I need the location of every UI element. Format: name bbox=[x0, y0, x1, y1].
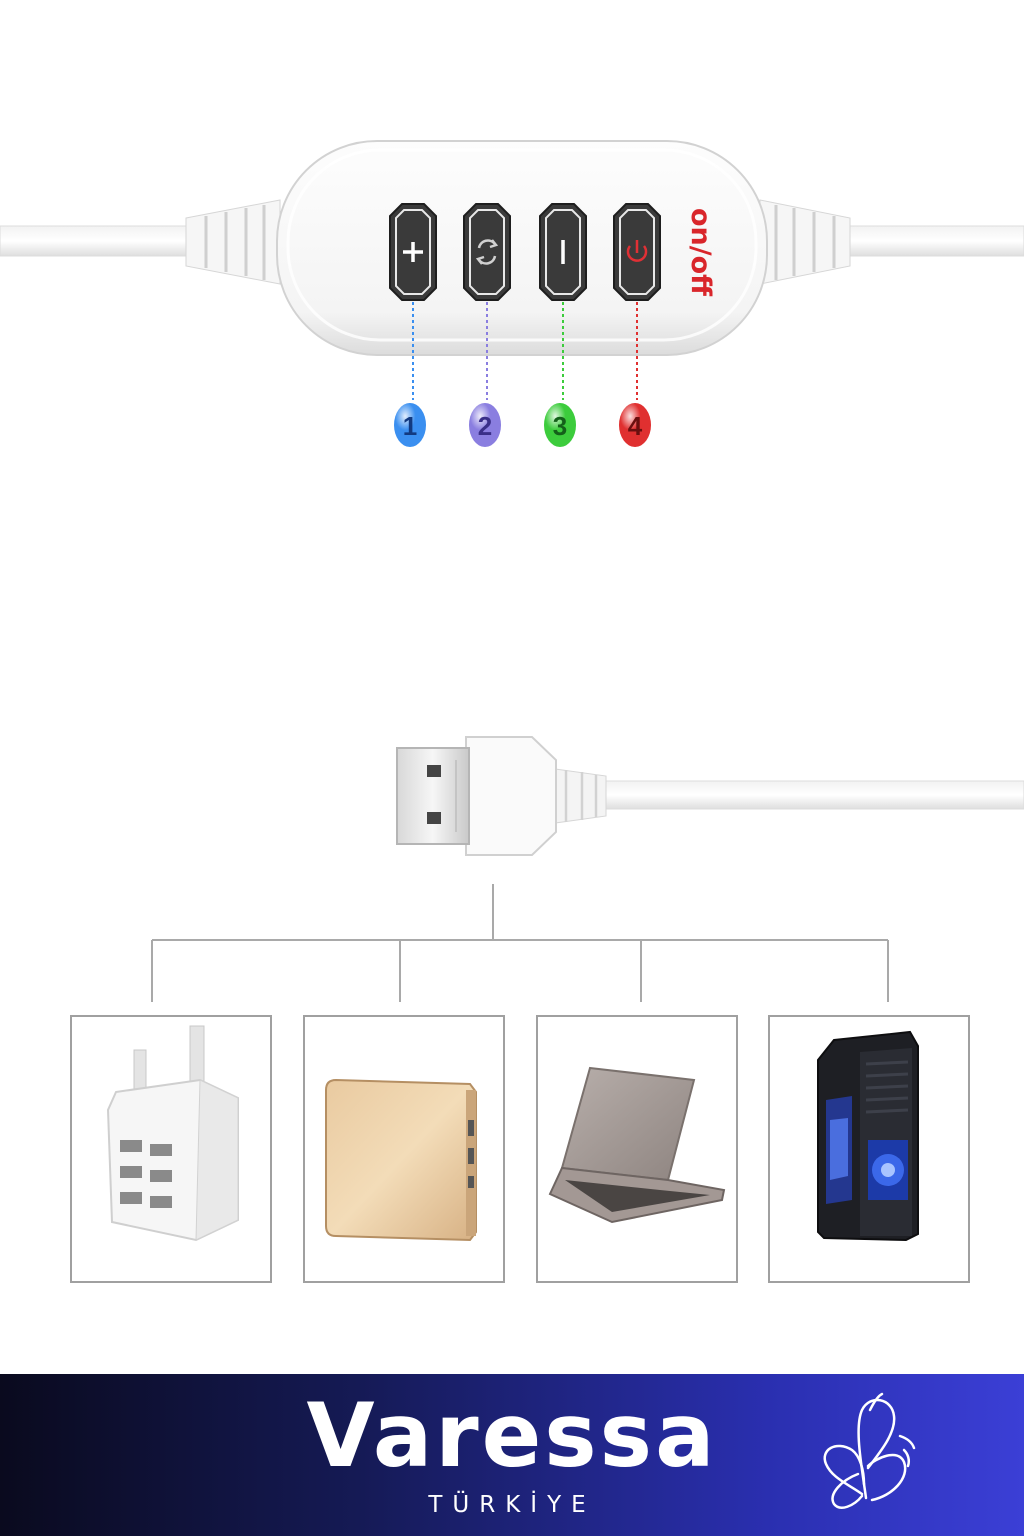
mode-cycle-icon bbox=[475, 239, 499, 265]
svg-text:4: 4 bbox=[628, 411, 643, 441]
power-bank-icon bbox=[325, 1078, 477, 1242]
badge-4: 4 bbox=[619, 403, 651, 447]
source-box-laptop bbox=[536, 1015, 738, 1283]
brand-bar: Varessa TÜRKİYE bbox=[0, 1374, 1024, 1536]
butterfly-icon bbox=[823, 1392, 916, 1509]
desktop-pc-icon bbox=[817, 1030, 919, 1242]
button-power[interactable] bbox=[613, 203, 661, 301]
brand-subtitle: TÜRKİYE bbox=[428, 1492, 596, 1518]
usb-slot-top bbox=[427, 765, 441, 777]
power-icon bbox=[626, 240, 648, 262]
badge-1: 1 bbox=[394, 403, 426, 447]
button-plus[interactable] bbox=[389, 203, 437, 301]
svg-text:1: 1 bbox=[403, 411, 417, 441]
badge-2: 2 bbox=[469, 403, 501, 447]
source-box-power-bank bbox=[303, 1015, 505, 1283]
svg-text:2: 2 bbox=[478, 411, 492, 441]
controller-cable bbox=[0, 199, 1024, 285]
on-off-label: on/off bbox=[685, 208, 716, 297]
laptop-icon bbox=[548, 1066, 726, 1224]
usb-plug bbox=[396, 736, 1024, 856]
connector-tree bbox=[151, 884, 889, 1002]
button-minus[interactable] bbox=[539, 203, 587, 301]
controller-body bbox=[276, 140, 768, 356]
source-box-desktop-pc bbox=[768, 1015, 970, 1283]
source-box-wall-adapter bbox=[70, 1015, 272, 1283]
usb-slot-bottom bbox=[427, 812, 441, 824]
svg-text:3: 3 bbox=[553, 411, 567, 441]
badge-3: 3 bbox=[544, 403, 576, 447]
leader-lines bbox=[412, 302, 638, 400]
button-mode[interactable] bbox=[463, 203, 511, 301]
brand-name: Varessa bbox=[306, 1384, 718, 1487]
plus-icon bbox=[403, 242, 423, 262]
wall-adapter-icon bbox=[106, 1025, 239, 1242]
